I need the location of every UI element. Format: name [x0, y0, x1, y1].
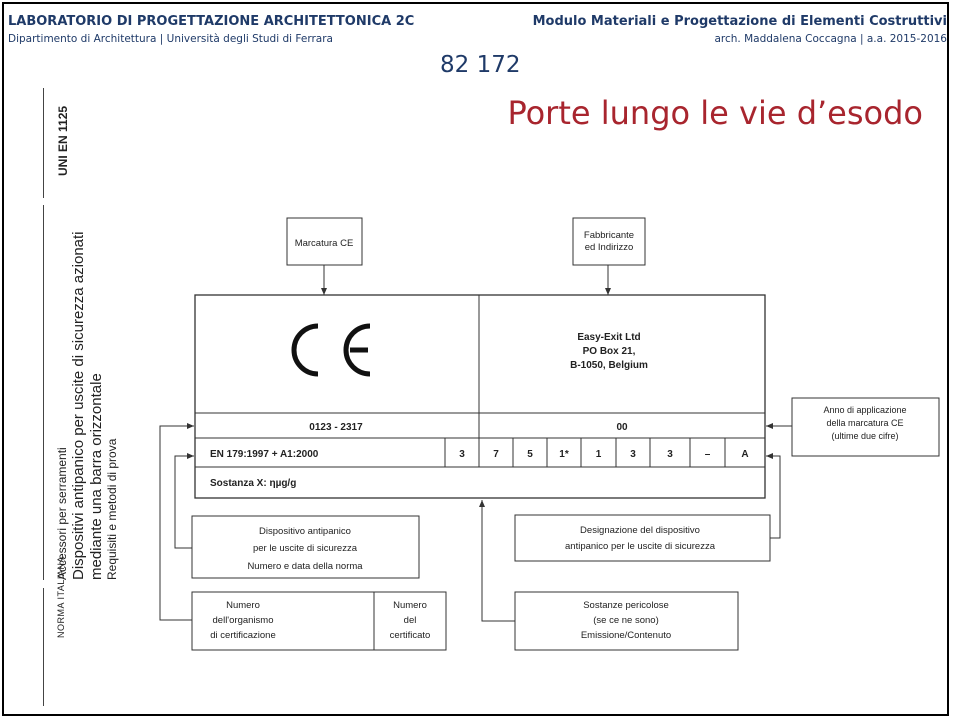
certnum-label-3: certificato	[390, 630, 431, 641]
org-label-2: dell'organismo	[213, 615, 274, 626]
page-number: 82 172	[440, 52, 521, 78]
hazard-label-2: (se ce ne sono)	[593, 615, 658, 626]
classification-digit: A	[741, 449, 748, 460]
ce-marking-label: Marcatura CE	[295, 238, 354, 249]
designation-label-1: Designazione del dispositivo	[580, 525, 700, 536]
norm-row: EN 179:1997 + A1:2000	[210, 449, 319, 460]
substance-row: Sostanza X: ηµg/g	[210, 478, 296, 489]
department-subtitle: Dipartimento di Architettura | Universit…	[8, 33, 333, 45]
manufacturer-label-2: ed Indirizzo	[585, 242, 634, 253]
designation-label-2: antipanico per le uscite di sicurezza	[565, 541, 716, 552]
company-name: Easy-Exit Ltd	[577, 332, 640, 343]
company-address-1: PO Box 21,	[583, 346, 636, 357]
classification-digit: 3	[459, 449, 465, 460]
device-label-3: Numero e data della norma	[247, 561, 363, 572]
manufacturer-label-1: Fabbricante	[584, 230, 634, 241]
org-label-3: di certificazione	[210, 630, 275, 641]
panel-separator	[43, 588, 44, 706]
classification-digit: 1	[596, 449, 602, 460]
classification-digit: –	[705, 449, 711, 460]
classification-digit: 3	[667, 449, 673, 460]
instructor-subtitle: arch. Maddalena Coccagna | a.a. 2015-201…	[714, 33, 947, 45]
classification-digit: 7	[493, 449, 499, 460]
classification-digit: 1*	[559, 449, 569, 460]
course-title: LABORATORIO DI PROGETTAZIONE ARCHITETTON…	[8, 14, 415, 29]
ce-label	[194, 294, 766, 499]
panel-separator	[43, 205, 44, 580]
certnum-label-2: del	[404, 615, 417, 626]
org-label-1: Numero	[226, 600, 260, 611]
ce-mark-icon	[291, 323, 371, 377]
year-row: 00	[616, 422, 628, 433]
classification-digit: 3	[630, 449, 636, 460]
slide-title: Porte lungo le vie d’esodo	[507, 94, 923, 132]
year-label-3: (ultime due cifre)	[831, 431, 898, 441]
year-label-2: della marcatura CE	[826, 418, 903, 428]
company-address-2: B-1050, Belgium	[570, 360, 648, 371]
device-label-2: per le uscite di sicurezza	[253, 543, 358, 554]
certificate-row: 0123 - 2317	[309, 422, 363, 433]
hazard-label-3: Emissione/Contenuto	[581, 630, 671, 641]
designation-box	[514, 514, 771, 562]
hazard-label-1: Sostanze pericolose	[583, 600, 669, 611]
certnum-label-1: Numero	[393, 600, 427, 611]
year-label-1: Anno di applicazione	[823, 405, 906, 415]
certification-box	[191, 591, 447, 651]
device-box	[191, 515, 420, 579]
panel-separator	[43, 88, 44, 198]
manufacturer-box	[572, 217, 646, 266]
year-box	[791, 397, 940, 457]
module-title: Modulo Materiali e Progettazione di Elem…	[532, 14, 947, 29]
device-label-1: Dispositivo antipanico	[259, 526, 351, 537]
classification-digit: 5	[527, 449, 533, 460]
